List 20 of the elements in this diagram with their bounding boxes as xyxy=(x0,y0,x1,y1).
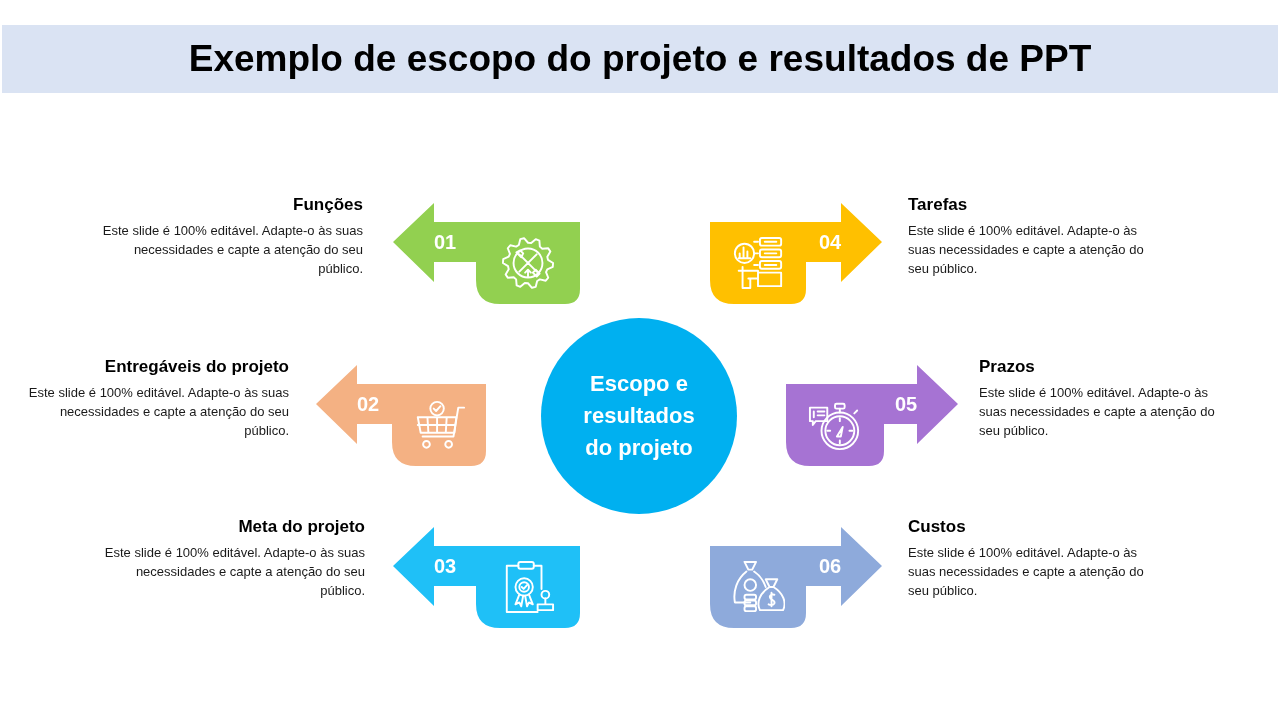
item-description: Este slide é 100% editável. Adapte-o às suas necessidades e capte a atenção do seu público. xyxy=(979,384,1216,440)
item-description: Este slide é 100% editável. Adapte-o às suas necessidades e capte a atenção do seu público. xyxy=(27,384,289,440)
step-number: 05 xyxy=(894,392,918,416)
item-heading: Prazos xyxy=(979,356,1035,378)
step-number: 06 xyxy=(818,554,842,578)
item-heading: Meta do projeto xyxy=(238,516,365,538)
slide-title: Exemplo de escopo do projeto e resultados de PPT xyxy=(188,38,1092,80)
hub-circle: Escopo e resultados do projeto xyxy=(541,318,737,514)
step-number: 01 xyxy=(433,230,457,254)
item-description: Este slide é 100% editável. Adapte-o às suas necessidades e capte a atenção do seu público. xyxy=(908,222,1145,278)
item-description: Este slide é 100% editável. Adapte-o às suas necessidades e capte a atenção do seu público. xyxy=(101,222,363,278)
step-number: 04 xyxy=(818,230,842,254)
step-number: 03 xyxy=(433,554,457,578)
item-description: Este slide é 100% editável. Adapte-o às suas necessidades e capte a atenção do seu público. xyxy=(908,544,1145,600)
item-heading: Custos xyxy=(908,516,966,538)
item-heading: Entregáveis do projeto xyxy=(104,356,289,378)
item-heading: Funções xyxy=(293,194,363,216)
item-heading: Tarefas xyxy=(908,194,968,216)
item-description: Este slide é 100% editável. Adapte-o às suas necessidades e capte a atenção do seu público. xyxy=(103,544,365,600)
step-number: 02 xyxy=(356,392,380,416)
